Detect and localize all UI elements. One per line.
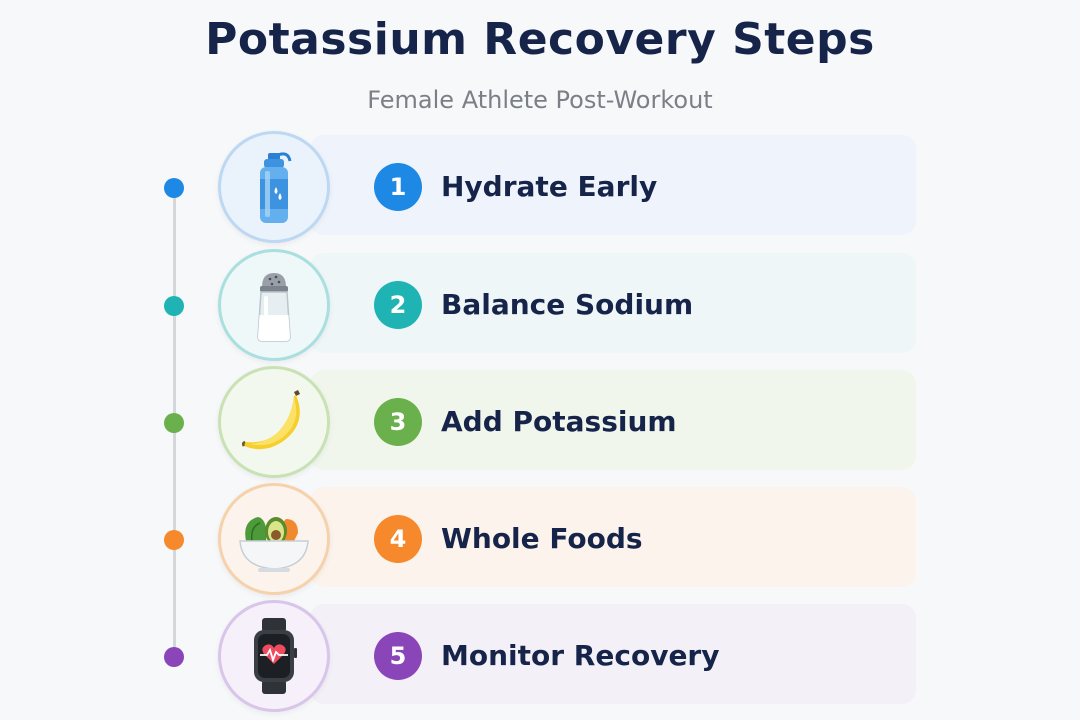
smartwatch-heart-icon: [254, 618, 297, 694]
step-label: Whole Foods: [441, 522, 643, 555]
timeline-node: [164, 296, 184, 316]
step-monitor-recovery: 5 Monitor Recovery: [0, 600, 1080, 716]
timeline-node: [164, 178, 184, 198]
icon-circle: [218, 366, 330, 478]
step-number-badge: 2: [374, 281, 422, 329]
step-number-badge: 4: [374, 515, 422, 563]
page-subtitle: Female Athlete Post-Workout: [367, 86, 713, 114]
timeline-node: [164, 530, 184, 550]
timeline-node: [164, 413, 184, 433]
step-number-badge: 5: [374, 632, 422, 680]
step-add-potassium: 3 Add Potassium: [0, 366, 1080, 482]
icon-circle: [218, 600, 330, 712]
icon-circle: [218, 483, 330, 595]
step-label: Monitor Recovery: [441, 639, 720, 672]
page-title: Potassium Recovery Steps: [205, 14, 875, 65]
step-label: Add Potassium: [441, 405, 677, 438]
step-number-badge: 3: [374, 398, 422, 446]
step-label: Hydrate Early: [441, 170, 658, 203]
banana-icon: [241, 390, 300, 450]
step-number-badge: 1: [374, 163, 422, 211]
timeline-node: [164, 647, 184, 667]
salt-shaker-icon: [257, 273, 291, 342]
water-bottle-icon: [260, 152, 292, 223]
step-label: Balance Sodium: [441, 288, 694, 321]
salad-bowl-icon: [239, 517, 309, 572]
icon-circle: [218, 249, 330, 361]
icon-circle: [218, 131, 330, 243]
step-balance-sodium: 2 Balance Sodium: [0, 249, 1080, 365]
step-hydrate-early: 1 Hydrate Early: [0, 131, 1080, 247]
step-whole-foods: 4 Whole Foods: [0, 483, 1080, 599]
